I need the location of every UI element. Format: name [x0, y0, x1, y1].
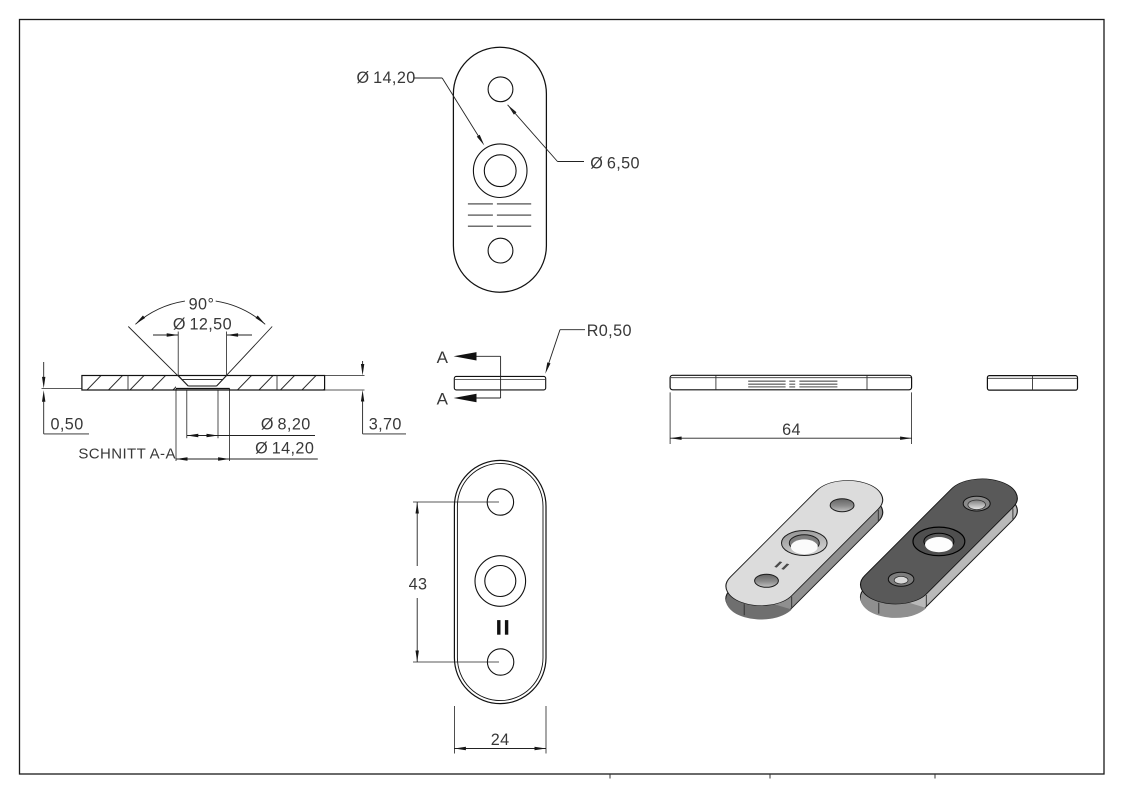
- svg-text:43: 43: [409, 576, 428, 594]
- svg-text:24: 24: [491, 731, 510, 749]
- svg-text:A: A: [437, 348, 449, 367]
- svg-text:Ø 12,50: Ø 12,50: [173, 316, 232, 334]
- svg-text:SCHNITT A-A: SCHNITT A-A: [78, 446, 175, 463]
- svg-text:3,70: 3,70: [369, 415, 402, 433]
- svg-text:Ø 6,50: Ø 6,50: [590, 155, 640, 173]
- svg-text:A: A: [437, 390, 449, 409]
- svg-text:Ø 8,20: Ø 8,20: [261, 415, 311, 433]
- svg-text:Ø 14,20: Ø 14,20: [255, 439, 314, 457]
- svg-text:64: 64: [782, 421, 801, 439]
- svg-text:0,50: 0,50: [51, 415, 84, 433]
- svg-text:90°: 90°: [189, 296, 215, 314]
- svg-text:R0,50: R0,50: [587, 322, 632, 340]
- svg-text:Ø 14,20: Ø 14,20: [357, 69, 416, 87]
